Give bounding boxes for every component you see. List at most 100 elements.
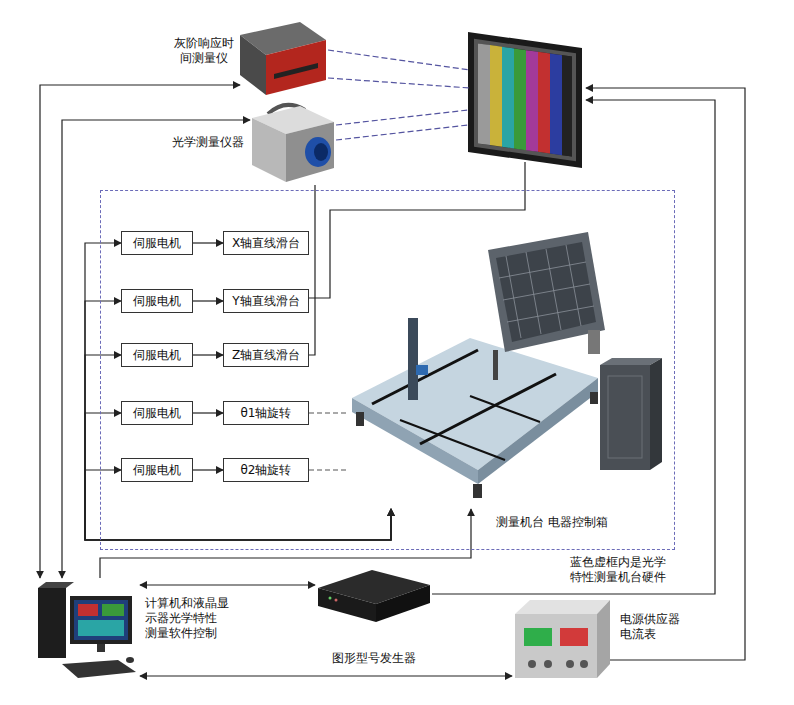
measurement-machine [352,232,662,498]
measurement-machine [416,365,428,375]
optical-path [328,50,470,70]
node-label: 光学测量仪器 [172,135,244,150]
connector [193,469,223,470]
optical-path [336,125,468,140]
measurement-machine [503,284,590,300]
power-node: 电源供应器 电流表 [512,596,612,684]
axis-box: Z轴直线滑台 [223,343,309,367]
pattern-generator [376,585,430,622]
measurement-machine [372,350,478,404]
connector [40,85,240,578]
box-text: X轴直线滑台 [230,235,302,251]
connector [309,185,315,355]
machine-node: 测量机台 电器控制箱 [346,229,663,509]
box-text: 伺服电机 [128,293,186,309]
instrument-node: 光学测量仪器 [250,105,335,185]
servo-box: 伺服电机 [121,343,193,367]
power-supply [515,600,610,614]
generator-node: 图形型号发生器 [315,568,432,624]
axis-box: θ1轴旋转 [223,401,309,425]
servo-box: 伺服电机 [121,289,193,313]
power-supply [515,600,610,678]
computer [70,596,132,644]
computer [126,657,134,663]
measurement-machine [566,245,581,326]
display-under-test [538,52,550,154]
instrument-node: 灰阶响应时 间测量仪 [240,22,326,95]
power-supply [544,660,552,668]
box-text: 伺服电机 [128,405,186,421]
pattern-generator [329,597,332,600]
response-time-meter [274,63,318,79]
measurement-machine [496,242,596,342]
optical-camera [252,118,286,182]
display-under-test [526,50,538,152]
computer [38,582,74,588]
computer [78,620,124,636]
connector [85,301,391,540]
pattern-generator [335,599,338,602]
measurement-machine [488,232,605,352]
display-under-test [478,43,572,156]
display-under-test [478,43,490,145]
measurement-machine [470,396,540,422]
pattern-generator [318,588,376,622]
node-label: 灰阶响应时 间测量仪 [174,36,234,66]
axis-box: θ2轴旋转 [223,458,309,482]
measurement-machine [588,330,600,354]
measurement-machine [493,350,498,380]
measurement-machine [400,420,505,460]
optical-camera [252,105,334,182]
measurement-machine [600,365,650,470]
measurement-machine [499,262,586,278]
computer-node: 计算机和液晶显 示器光学特性 测量软件控制 [35,578,140,685]
measurement-machine [473,484,482,498]
computer [38,588,66,658]
servo-box: 伺服电机 [121,458,193,482]
measurement-machine [526,252,541,334]
measurement-machine [356,412,364,426]
box-text: θ1轴旋转 [230,405,302,421]
connector [100,509,471,578]
node-label: 计算机和液晶显 示器光学特性 测量软件控制 [145,596,229,641]
power-supply [580,660,588,668]
computer [74,600,128,640]
display-under-test [468,32,582,168]
axis-box: X轴直线滑台 [223,231,309,255]
pattern-generator [318,570,430,622]
power-supply [515,614,597,678]
connector [193,412,223,413]
response-time-meter [266,40,326,95]
box-text: 伺服电机 [128,235,186,251]
display-under-test [474,39,576,161]
power-supply [566,660,574,668]
measurement-machine [420,374,556,444]
measurement-machine [352,338,598,470]
node-label: 电源供应器 电流表 [620,612,680,642]
connector [140,675,512,676]
power-supply [528,660,536,668]
display-under-test [490,45,502,147]
computer [97,644,105,652]
display-under-test [468,32,582,168]
computer [102,604,124,616]
hardware-frame: 蓝色虚框内是光学 特性测量机台硬件伺服电机X轴直线滑台伺服电机Y轴直线滑台伺服电… [100,190,675,550]
connector [62,120,250,578]
signal-wire [309,88,745,660]
power-supply [597,600,610,678]
connector [193,354,223,355]
display-under-test [502,47,514,149]
connector [85,413,391,540]
servo-box: 伺服电机 [121,401,193,425]
connector [85,355,391,540]
optical-path [336,110,468,125]
power-supply [524,628,552,646]
connector [140,584,315,585]
measurement-machine [499,245,594,338]
display-under-test [562,55,572,156]
connector [193,300,223,301]
response-time-meter [240,22,326,95]
measurement-machine [352,398,478,484]
measurement-machine [408,318,418,400]
